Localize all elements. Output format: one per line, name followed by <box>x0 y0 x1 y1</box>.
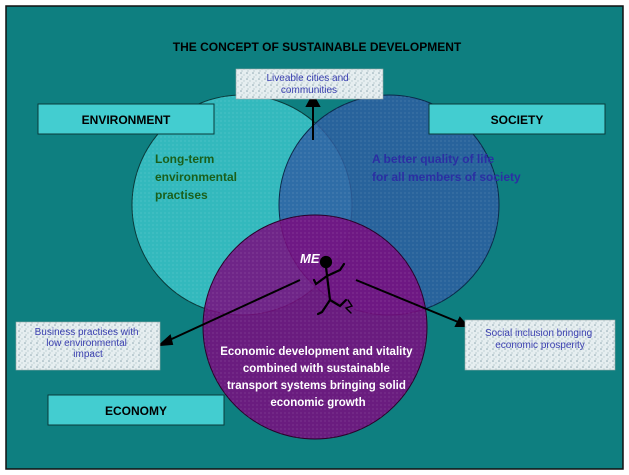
environment-box <box>37 103 215 135</box>
arrow-to-right-callout <box>355 279 464 325</box>
center-me-label: ME <box>300 251 320 266</box>
arrow-to-left-callout <box>162 279 301 344</box>
economy-circle-text: Economic development and vitality combin… <box>220 346 416 409</box>
economy-box-label: ECONOMY <box>105 404 167 418</box>
top-callout-text: Liveable cities and communities <box>266 73 351 96</box>
environment-box-label: ENVIRONMENT <box>82 113 171 127</box>
slide-title: THE CONCEPT OF SUSTAINABLE DEVELOPMENT <box>173 40 462 54</box>
top-callout <box>235 68 384 100</box>
arrow-head-top <box>305 92 321 107</box>
right-callout-text: Social inclusion bringing economic prosp… <box>485 328 595 351</box>
environment-circle-text: Long-term environmental practises <box>155 152 240 202</box>
left-callout <box>15 321 161 371</box>
right-callout <box>464 319 616 371</box>
society-circle-text: A better quality of life for all members… <box>372 152 521 184</box>
connector-arrows <box>157 92 470 347</box>
arrow-head-right <box>454 316 470 327</box>
economy-box <box>47 394 225 426</box>
economy-circle-texture <box>203 215 427 439</box>
arrow-head-left <box>157 334 174 347</box>
left-callout-text: Business practises with low environmenta… <box>35 327 142 360</box>
society-box <box>428 103 606 135</box>
society-box-label: SOCIETY <box>491 113 544 127</box>
stick-figure-icon <box>312 255 354 316</box>
